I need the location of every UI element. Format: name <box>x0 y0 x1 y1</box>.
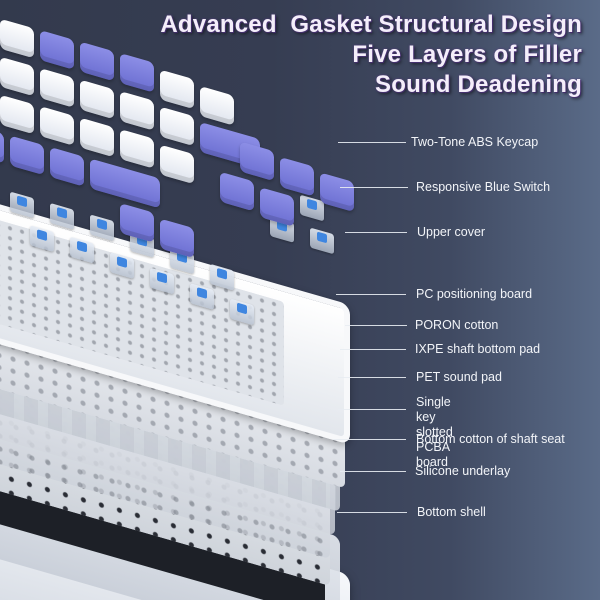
keycap <box>160 106 194 147</box>
leader-line <box>345 325 407 326</box>
keycap <box>160 144 194 185</box>
callout-label: IXPE shaft bottom pad <box>415 342 541 356</box>
keycap <box>0 56 34 97</box>
blue-switch <box>210 263 234 291</box>
leader-line <box>338 409 406 410</box>
keycap <box>120 91 154 131</box>
blue-switch <box>10 191 34 219</box>
callout-label: Single key slotted PCBA board <box>416 395 453 469</box>
callout-label: PET sound pad <box>416 370 502 384</box>
leader-line <box>340 187 408 188</box>
callout-label: Upper cover <box>417 225 486 239</box>
callout-label: PORON cotton <box>415 318 499 332</box>
keycap <box>0 18 34 59</box>
callout-label: Silicone underlay <box>415 464 511 478</box>
keycap <box>120 129 154 169</box>
blue-switch <box>30 225 54 253</box>
keycap <box>220 171 254 212</box>
keycap <box>40 106 74 146</box>
leader-line <box>336 294 406 295</box>
headline: Advanced Gasket Structural Design Five L… <box>160 10 582 100</box>
blue-switch <box>70 236 94 264</box>
keycap <box>320 172 354 213</box>
headline-line-3: Sound Deadening <box>375 71 582 98</box>
callout-label: Responsive Blue Switch <box>416 180 551 194</box>
leader-line <box>338 377 406 378</box>
keycap <box>40 30 74 70</box>
blue-switch <box>50 202 74 230</box>
leader-line <box>340 471 406 472</box>
blue-switch <box>230 298 254 326</box>
keycap <box>260 187 294 227</box>
callout-label: Bottom cotton of shaft seat <box>416 432 565 446</box>
keycap <box>10 135 44 176</box>
keycap <box>0 94 34 135</box>
keycap <box>240 141 274 182</box>
keycap <box>160 218 194 259</box>
blue-switch <box>310 227 334 255</box>
keycap <box>0 124 4 164</box>
leader-line <box>333 439 406 440</box>
blue-switch <box>110 252 134 280</box>
keycap <box>40 68 74 108</box>
keycap <box>280 156 314 197</box>
callout-label: Two-Tone ABS Keycap <box>411 135 539 149</box>
leader-line <box>338 142 406 143</box>
blue-switch <box>150 267 174 295</box>
keycap <box>120 53 154 93</box>
callout-label: PC positioning board <box>416 287 533 301</box>
leader-line <box>337 512 407 513</box>
blue-switch <box>90 214 114 242</box>
headline-line-2: Five Layers of Filler <box>352 41 582 68</box>
callout-label: Bottom shell <box>417 505 486 519</box>
keycap <box>120 203 154 243</box>
keycap <box>80 117 114 158</box>
leader-line <box>345 232 407 233</box>
keycap <box>80 79 114 120</box>
keycap <box>80 41 114 82</box>
blue-switch <box>190 283 214 310</box>
keycap <box>50 146 84 187</box>
headline-line-1: Advanced Gasket Structural Design <box>160 11 582 38</box>
leader-line <box>340 349 406 350</box>
